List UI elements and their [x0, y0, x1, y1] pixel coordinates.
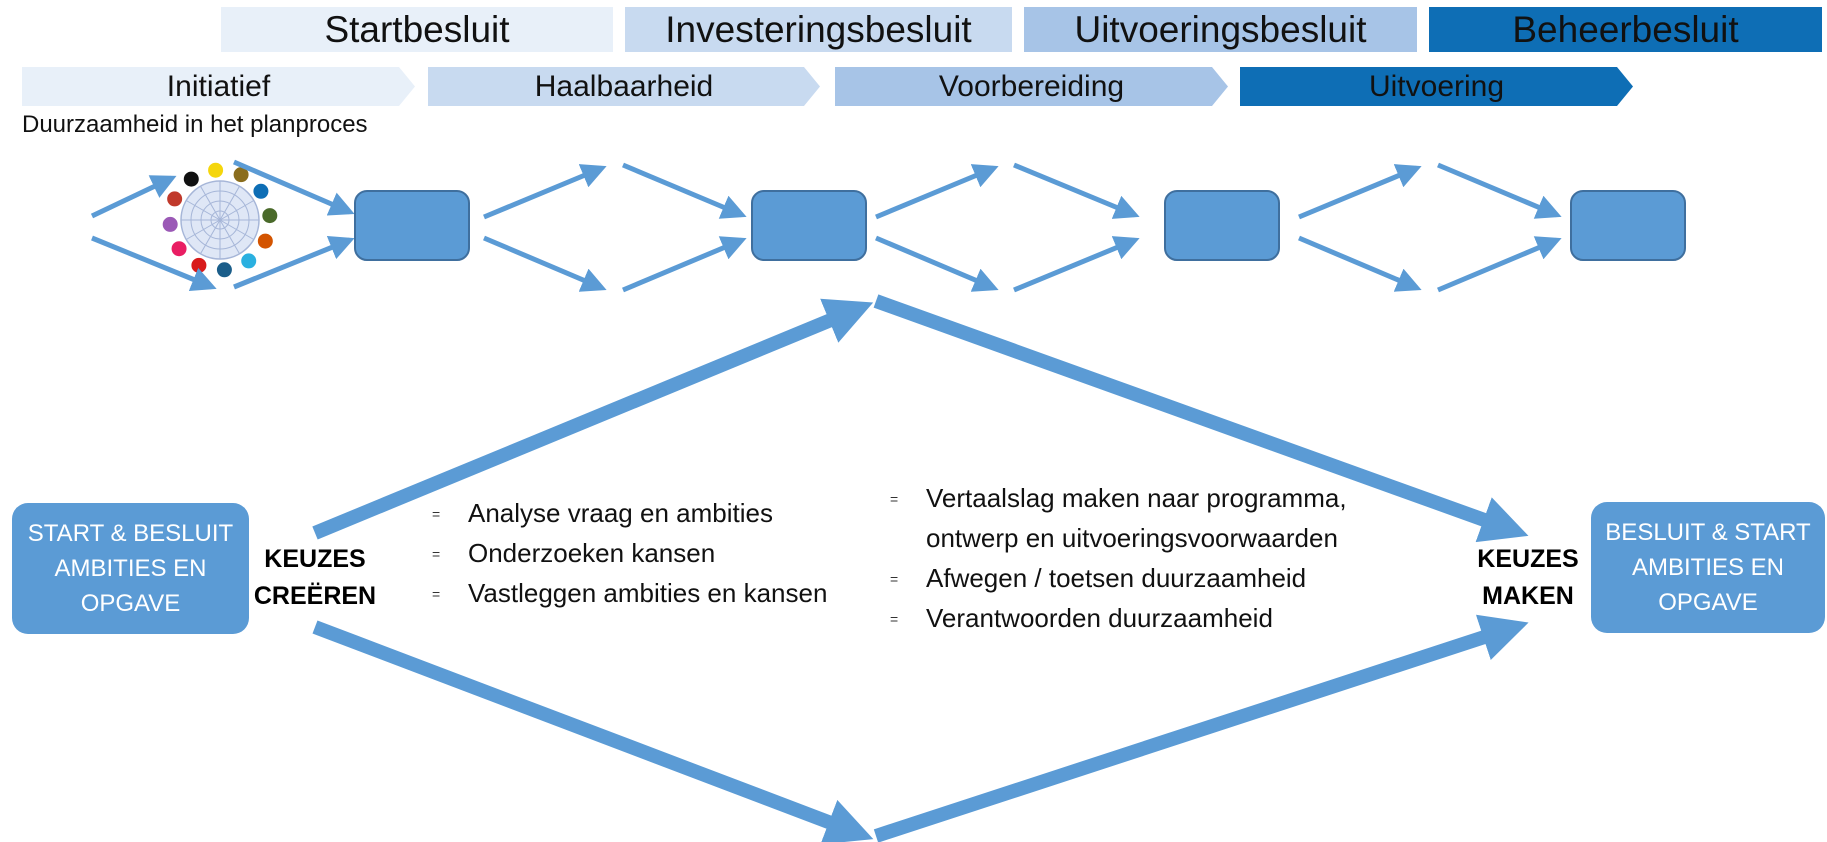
list-item-text: Onderzoeken kansen	[468, 538, 716, 568]
bullet-mark: =	[432, 506, 441, 522]
keuzes-maken-line2: MAKEN	[1482, 582, 1574, 610]
list-item-text: Analyse vraag en ambities	[468, 498, 773, 528]
list-item-text: Afwegen / toetsen duurzaamheid	[926, 563, 1307, 593]
list-item-text: Vastleggen ambities en kansen	[468, 578, 828, 608]
start-besluit-line2: AMBITIES EN	[54, 555, 207, 582]
bullet-mark: =	[432, 546, 441, 562]
besluit-start-line3: OPGAVE	[1658, 589, 1758, 616]
subtitle: Duurzaamheid in het planproces	[22, 111, 368, 138]
phase-investeringsbesluit: Investeringsbesluit	[625, 7, 1012, 52]
list-item: = Onderzoeken kansen	[432, 533, 827, 573]
phase-uitvoeringsbesluit: Uitvoeringsbesluit	[1024, 7, 1417, 52]
wheel-spoke	[219, 200, 255, 221]
phase-label: Startbesluit	[324, 8, 510, 50]
besluit-start-box: BESLUIT & START AMBITIES EN OPGAVE	[1591, 502, 1825, 633]
theme-icon	[170, 240, 188, 258]
list-item: = Afwegen / toetsen duurzaamheid	[890, 558, 1347, 598]
start-besluit-box: START & BESLUIT AMBITIES EN OPGAVE	[12, 503, 249, 634]
stage-haalbaarheid: Haalbaarheid	[428, 67, 820, 106]
besluit-start-line1: BESLUIT & START	[1605, 519, 1811, 546]
theme-icon	[190, 256, 208, 274]
diamond-arrows-voorbereiding	[875, 162, 1140, 293]
diamond-arrows-uitvoering	[1298, 162, 1562, 293]
milestone-box-4	[1570, 190, 1686, 261]
bullet-mark: =	[432, 586, 441, 602]
wheel-spoke	[200, 219, 221, 255]
wheel-spoke	[185, 200, 221, 221]
phase-startbesluit: Startbesluit	[221, 7, 613, 52]
keuzes-maken-label: KEUZES MAKEN	[1468, 541, 1588, 615]
bullet-mark: =	[890, 611, 899, 627]
theme-icon	[166, 190, 184, 208]
milestone-box-3	[1164, 190, 1280, 261]
stage-label: Initiatief	[166, 69, 271, 103]
wheel-spoke	[200, 185, 221, 221]
theme-icon	[182, 170, 200, 188]
list-keuzes-creeren: = Analyse vraag en ambities = Onderzoeken …	[432, 493, 827, 613]
phase-label: Beheerbesluit	[1512, 8, 1739, 50]
start-besluit-line1: START & BESLUIT	[27, 520, 234, 547]
theme-icon	[207, 161, 225, 179]
bullet-mark: =	[890, 571, 899, 587]
list-item: = Vastleggen ambities en kansen	[432, 573, 827, 613]
stage-label: Voorbereiding	[938, 69, 1125, 103]
stage-uitvoering: Uitvoering	[1240, 67, 1633, 106]
wheel-spoke	[219, 219, 240, 255]
list-item: = Vertaalslag maken naar programma, ontw…	[890, 478, 1347, 558]
theme-icon	[240, 252, 258, 270]
list-item-text: ontwerp en uitvoeringsvoorwaarden	[926, 523, 1338, 553]
besluit-start-line2: AMBITIES EN	[1631, 554, 1785, 581]
wheel-spoke	[219, 185, 240, 221]
stage-initiatief: Initiatief	[22, 67, 415, 106]
diamond-arrows-haalbaarheid	[483, 162, 747, 293]
wheel-spoke	[185, 219, 221, 240]
phase-label: Investeringsbesluit	[665, 8, 972, 50]
stage-label: Uitvoering	[1368, 69, 1505, 103]
list-item-text: Verantwoorden duurzaamheid	[926, 603, 1273, 633]
keuzes-creeren-line2: CREËREN	[253, 582, 377, 610]
phase-label: Uitvoeringsbesluit	[1074, 8, 1367, 50]
big-diamond-arrows	[312, 294, 1529, 842]
start-besluit-line3: OPGAVE	[80, 590, 181, 617]
list-keuzes-maken: = Vertaalslag maken naar programma, ontw…	[890, 478, 1347, 638]
keuzes-creeren-line1: KEUZES	[264, 545, 366, 573]
phase-beheerbesluit: Beheerbesluit	[1429, 7, 1822, 52]
theme-icon	[256, 232, 274, 250]
diamond-arrows-initiatief	[90, 159, 355, 292]
sustainability-wheel-icon	[161, 161, 279, 279]
list-item: = Verantwoorden duurzaamheid	[890, 598, 1347, 638]
keuzes-maken-line1: KEUZES	[1477, 545, 1579, 573]
list-item-text: Vertaalslag maken naar programma,	[926, 483, 1347, 513]
theme-icon	[261, 207, 279, 225]
wheel-spoke	[219, 219, 255, 240]
keuzes-creeren-label: KEUZES CREËREN	[250, 541, 380, 615]
list-item: = Analyse vraag en ambities	[432, 493, 827, 533]
theme-icon	[215, 261, 233, 279]
stage-label: Haalbaarheid	[534, 69, 714, 103]
bullet-mark: =	[890, 491, 899, 507]
stage-voorbereiding: Voorbereiding	[835, 67, 1228, 106]
milestone-box-1	[354, 190, 470, 261]
theme-icon	[252, 182, 270, 200]
milestone-box-2	[751, 190, 867, 261]
theme-icon	[161, 215, 179, 233]
